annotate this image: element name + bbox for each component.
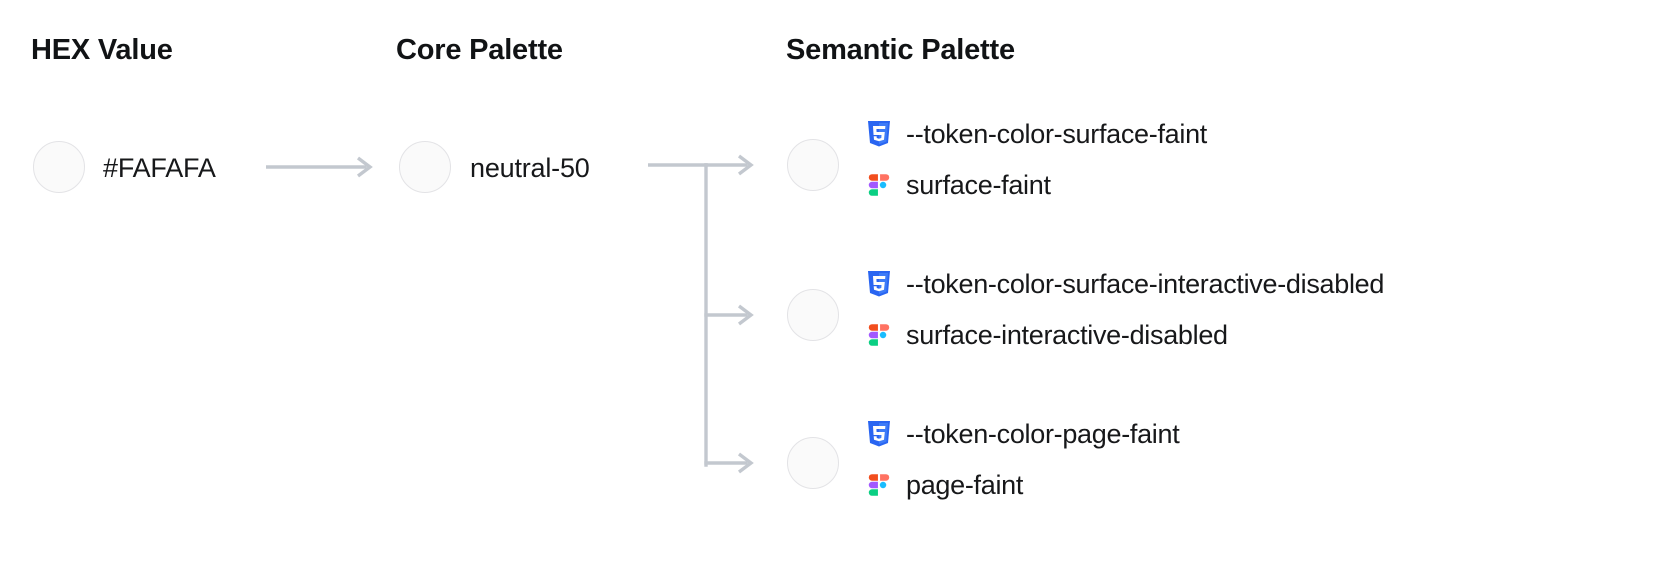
css-token-line: --token-color-page-faint	[866, 416, 1180, 452]
core-palette-label: neutral-50	[470, 153, 590, 183]
figma-token-label: page-faint	[906, 469, 1024, 500]
arrow-right-icon	[264, 156, 373, 178]
figma-token-line: page-faint	[866, 467, 1179, 503]
css-token-line: --token-color-surface-interactive-disabl…	[866, 266, 1384, 302]
semantic-token-row: --token-color-surface-faint surface-fain…	[866, 116, 1207, 203]
css-token-label: --token-color-surface-faint	[906, 118, 1208, 149]
color-swatch-core	[399, 141, 451, 193]
css-token-label: --token-color-page-faint	[906, 418, 1180, 449]
figma-icon	[866, 471, 892, 499]
css3-icon	[866, 420, 892, 448]
semantic-token-row: --token-color-surface-interactive-disabl…	[866, 266, 1384, 353]
column-heading-semantic-palette: Semantic Palette	[786, 34, 1015, 66]
figma-token-label: surface-faint	[906, 169, 1051, 200]
column-heading-hex-value: HEX Value	[31, 34, 173, 66]
connector-hex-to-core	[264, 154, 376, 180]
css-token-line: --token-color-surface-faint	[866, 116, 1207, 152]
semantic-token-row: --token-color-page-faint page-faint	[866, 416, 1180, 503]
figma-token-line: surface-interactive-disabled	[866, 317, 1384, 353]
color-swatch-semantic-2	[787, 437, 839, 489]
hex-value-label: #FAFAFA	[103, 153, 216, 183]
figma-token-label: surface-interactive-disabled	[906, 319, 1228, 350]
figma-icon	[866, 171, 892, 199]
css3-icon	[866, 270, 892, 298]
connector-core-to-semantic-branch	[646, 148, 768, 478]
color-swatch-semantic-1	[787, 289, 839, 341]
figma-icon	[866, 321, 892, 349]
css3-icon	[866, 120, 892, 148]
branch-arrows-icon	[646, 154, 754, 474]
css-token-label: --token-color-surface-interactive-disabl…	[906, 268, 1385, 299]
color-swatch-hex	[33, 141, 85, 193]
color-swatch-semantic-0	[787, 139, 839, 191]
figma-token-line: surface-faint	[866, 167, 1207, 203]
column-heading-core-palette: Core Palette	[396, 34, 563, 66]
